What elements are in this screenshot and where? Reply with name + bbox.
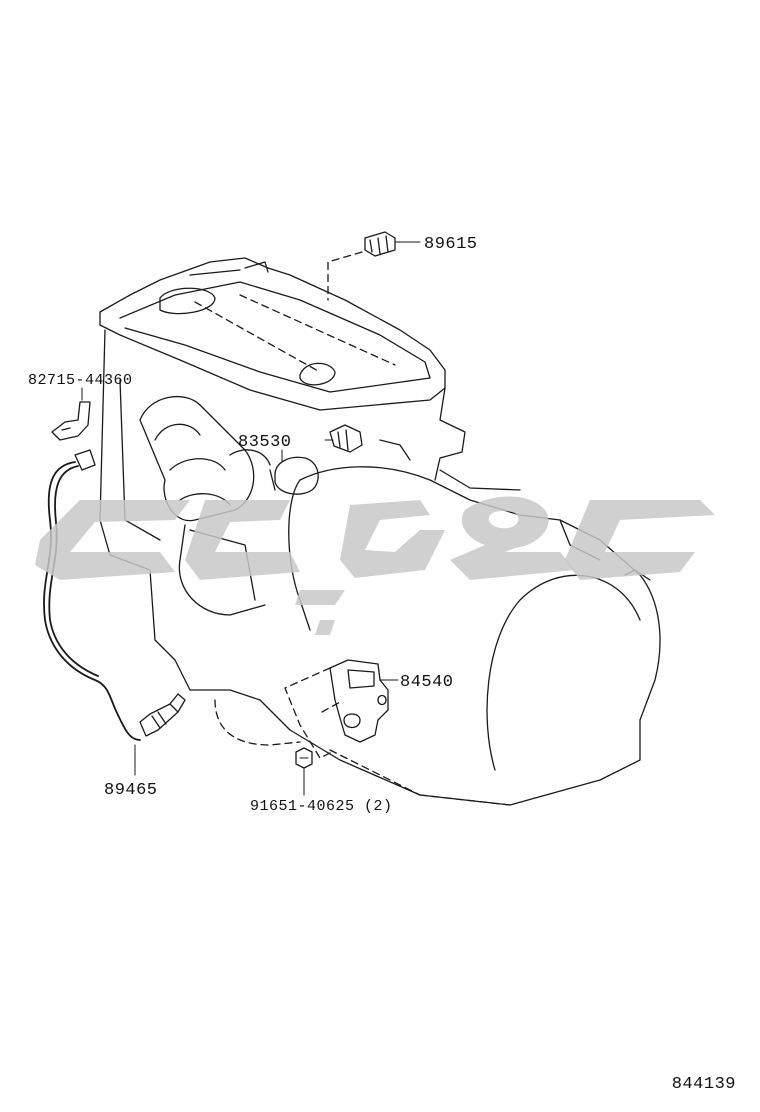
bracket-82715-icon [51,387,91,441]
oxygen-sensor-89465-icon [43,449,186,776]
label-89465: 89465 [104,781,158,800]
label-84540: 84540 [400,673,454,692]
sensor-89615-icon [327,231,421,301]
watermark-logo [35,496,715,635]
label-91651-40625: 91651-40625 (2) [250,798,393,815]
label-83530: 83530 [238,433,292,452]
bolt-91651-icon [295,747,313,796]
engine-block-outline [99,257,661,806]
figure-id: 844139 [671,1075,736,1094]
label-89615: 89615 [424,235,478,254]
sensor-84540-icon [284,659,399,759]
sensor-83530-icon [269,424,363,495]
label-82715-44360: 82715-44360 [28,372,133,389]
